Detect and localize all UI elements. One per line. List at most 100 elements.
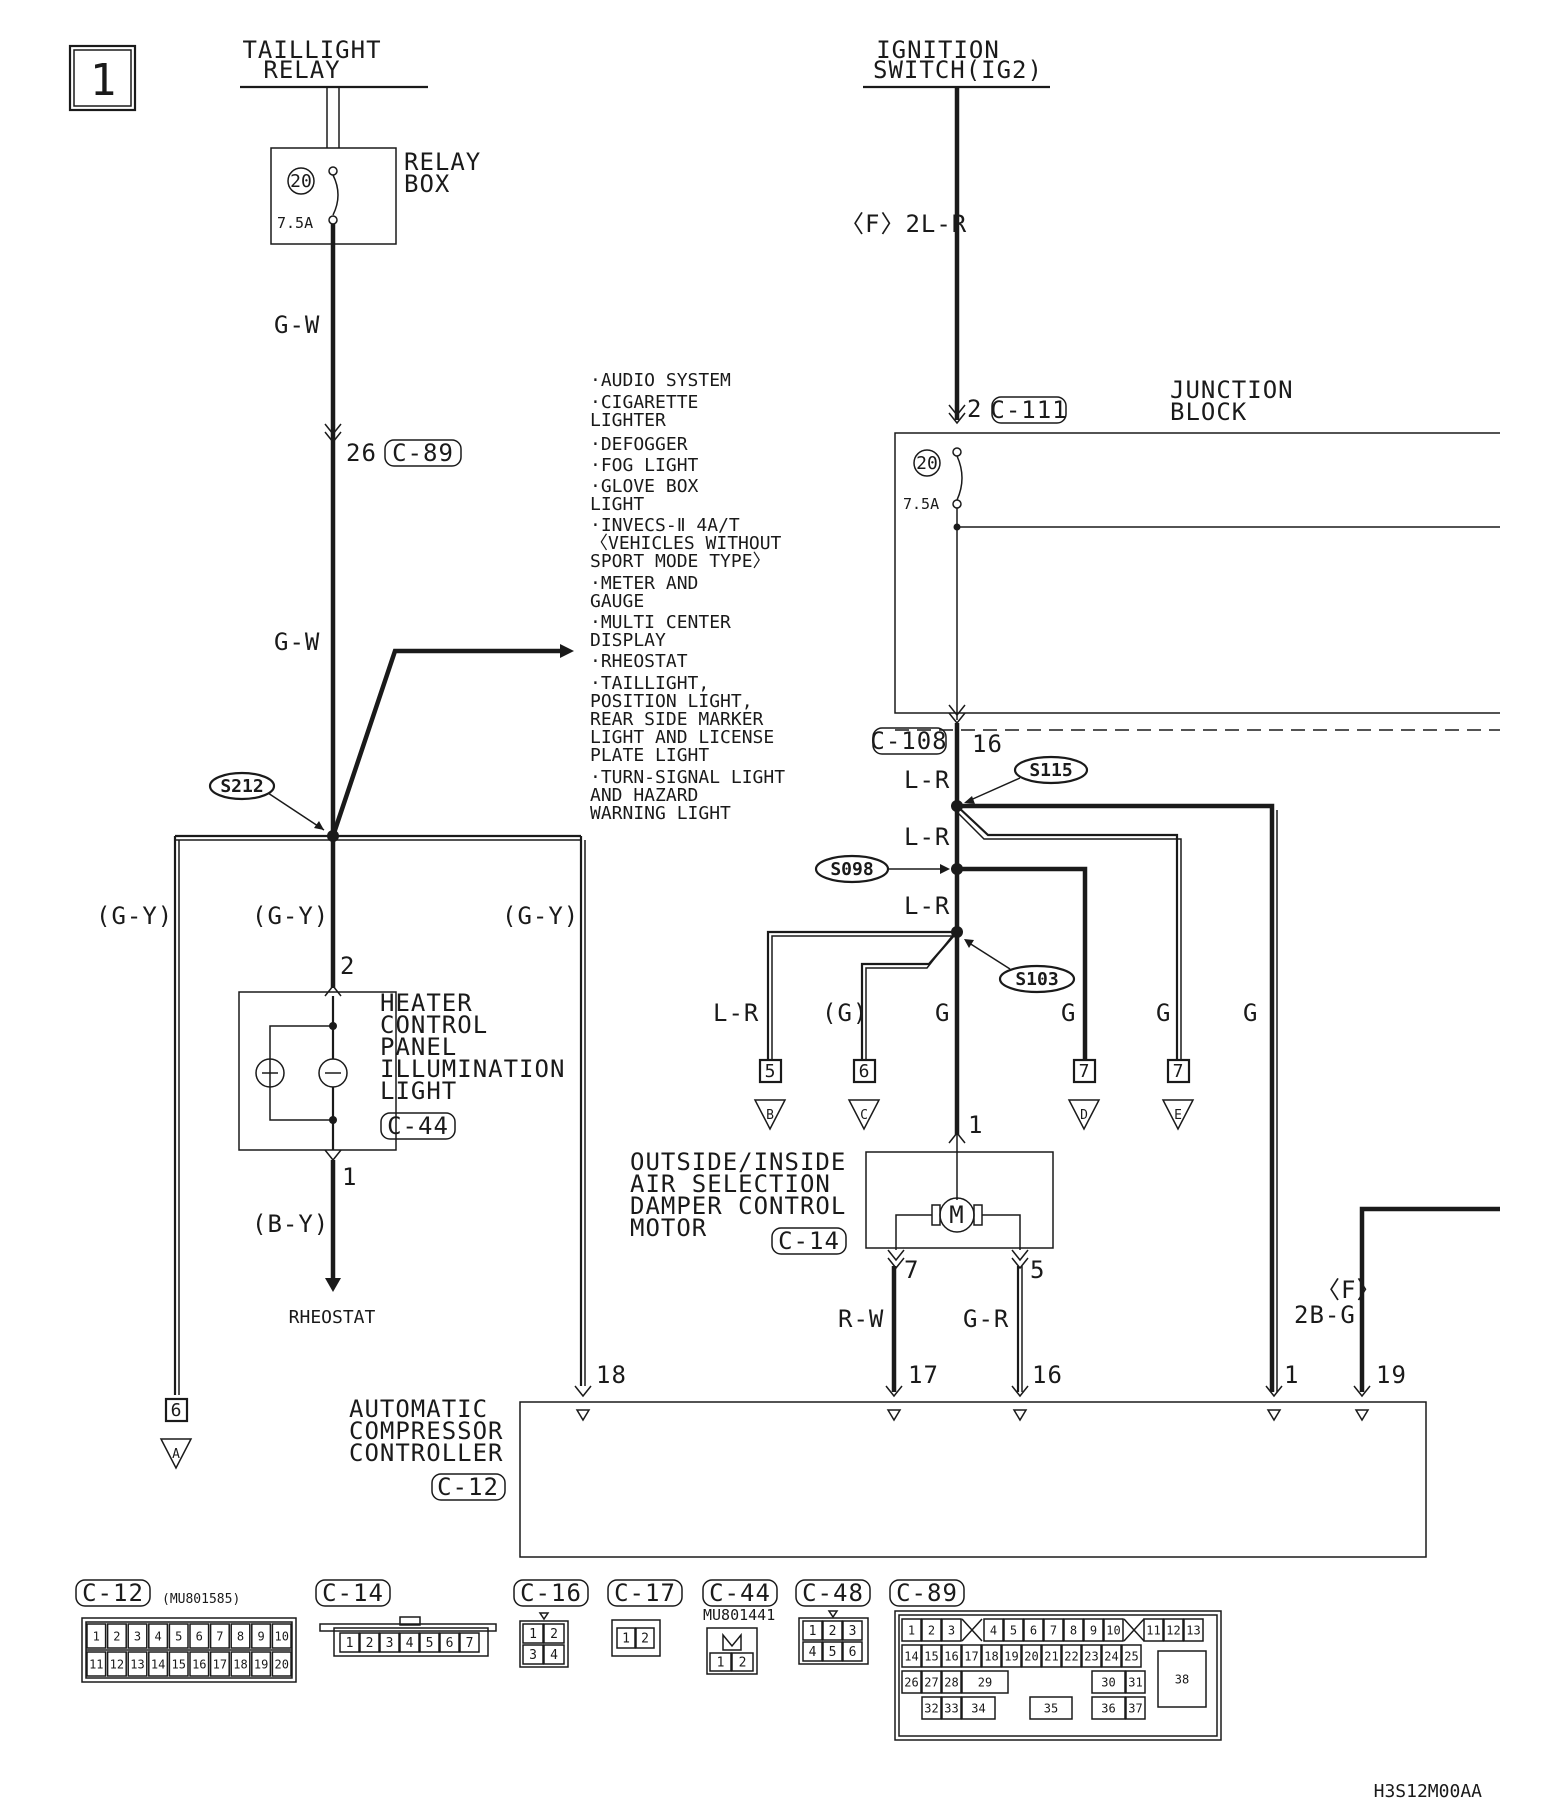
c48-pin-4-cell — [802, 1641, 823, 1662]
c12-pin-18: 18 — [233, 1657, 247, 1671]
junction-title-2: BLOCK — [1170, 398, 1247, 426]
c89-pin-3-cell — [941, 1618, 962, 1642]
c12-pin-11: 11 — [89, 1657, 103, 1671]
wire-label-g-paren: (G) — [822, 999, 868, 1027]
circuit-line-1: ·AUDIO SYSTEM — [590, 370, 731, 391]
wire-label-gy-mid: (G-Y) — [252, 902, 329, 930]
offpage-c: 6 C — [847, 1058, 881, 1131]
c89-pin-15-cell — [921, 1644, 942, 1668]
c48-pin-5: 5 — [829, 1645, 837, 1660]
motor-pin-5: 5 — [1030, 1256, 1045, 1284]
c89-pin-26: 26 — [904, 1675, 918, 1689]
ignition-switch-source: IGNITION SWITCH(IG2) 〈F〉2L-R 2 C-111 — [840, 36, 1067, 425]
circuit-line-8: ·INVECS-Ⅱ 4A/T — [590, 515, 740, 536]
page-label: 1 — [90, 55, 117, 106]
c89-pin-28-cell — [941, 1670, 962, 1694]
wire-label-gy-right: (G-Y) — [502, 902, 579, 930]
c44-pin-1-cell — [709, 1652, 732, 1672]
c89-pin-9: 9 — [1090, 1623, 1097, 1637]
c89-pin-23-cell — [1081, 1644, 1102, 1668]
c89-pin-22: 22 — [1064, 1649, 1078, 1663]
c16-pin-2: 2 — [550, 1627, 558, 1642]
c12-pin-19-cell — [251, 1651, 272, 1677]
circuit-line-10: SPORT MODE TYPE〉 — [590, 551, 771, 572]
c12-pin-9: 9 — [257, 1629, 264, 1643]
ignition-title-2: SWITCH(IG2) — [873, 56, 1043, 84]
c12-pin-4: 4 — [154, 1629, 161, 1643]
relay-fuse-number: 20 — [290, 171, 312, 192]
gy-wires: (G-Y) (G-Y) (G-Y) — [96, 836, 586, 1395]
offpage-a-pin: 6 — [171, 1400, 182, 1421]
c108-pin: 16 — [972, 730, 1003, 758]
c89-ref: C-89 — [392, 439, 454, 467]
circuit-line-23: WARNING LIGHT — [590, 803, 731, 824]
relay-fuse-rating: 7.5A — [277, 214, 313, 232]
c12-pin-15-cell — [168, 1651, 189, 1677]
hc-pin-1: 1 — [342, 1163, 357, 1191]
c89-pin-38: 38 — [1175, 1672, 1189, 1686]
heater-title-1: HEATER — [380, 989, 473, 1017]
c89-pin-11-cell — [1143, 1618, 1164, 1642]
c12-pin-8: 8 — [237, 1629, 244, 1643]
circuit-line-17: POSITION LIGHT, — [590, 691, 753, 712]
wire-label-gw-upper: G-W — [274, 311, 320, 339]
c16-pin-3: 3 — [529, 1648, 537, 1663]
c14-pin-6: 6 — [446, 1636, 454, 1651]
offpage-e-pin: 7 — [1173, 1061, 1184, 1082]
wire-label-by: (B-Y) — [252, 1210, 329, 1238]
c12-pin-8-cell — [230, 1623, 251, 1649]
c48-pin-3-cell — [842, 1620, 863, 1641]
circuit-line-19: LIGHT AND LICENSE — [590, 727, 774, 748]
c89-pin-4: 4 — [990, 1623, 997, 1637]
c12-pin-12-cell — [106, 1651, 127, 1677]
splice-s103: S103 — [766, 926, 1076, 1060]
splice-s098: S098 — [814, 854, 1088, 1060]
c89-pin-16-cell — [941, 1644, 962, 1668]
splice-s098-label: S098 — [830, 859, 873, 880]
c89-pin-32-cell — [921, 1696, 942, 1720]
c89-pin-18: 18 — [984, 1649, 998, 1663]
motor-title-1: OUTSIDE/INSIDE — [630, 1148, 846, 1176]
c89-pin-19-cell — [1001, 1644, 1022, 1668]
c12-pin-18-cell — [230, 1651, 251, 1677]
legend-c17-label: C-17 — [614, 1579, 676, 1607]
c44-pin-2: 2 — [739, 1656, 747, 1671]
c14-pin-2: 2 — [366, 1636, 374, 1651]
c89-pin-26-cell — [901, 1670, 922, 1694]
c89-pin-7-cell — [1043, 1618, 1064, 1642]
offpage-b-pin: 5 — [765, 1061, 776, 1082]
c89-pin-12-cell — [1163, 1618, 1184, 1642]
legend-c44-label: C-44 — [709, 1579, 771, 1607]
c89-pin-36-cell — [1091, 1696, 1126, 1720]
legend-c48-label: C-48 — [802, 1579, 864, 1607]
c48-pin-4: 4 — [809, 1645, 817, 1660]
c89-pin-10: 10 — [1106, 1623, 1120, 1637]
wire-label-g-far: G — [1243, 999, 1258, 1027]
c12-pin-12: 12 — [110, 1657, 124, 1671]
c89-pin-15: 15 — [924, 1649, 938, 1663]
c89-pin-3: 3 — [948, 1623, 955, 1637]
circuit-line-11: ·METER AND — [590, 573, 698, 594]
offpage-c-letter: C — [860, 1108, 868, 1123]
c89-pin-10-cell — [1103, 1618, 1124, 1642]
legend-c14-label: C-14 — [322, 1579, 384, 1607]
c89-pin-2: 2 — [928, 1623, 935, 1637]
c89-pin-1-cell — [901, 1618, 922, 1642]
motor-pin-1: 1 — [968, 1111, 983, 1139]
c89-blank-1 — [961, 1618, 983, 1642]
c12-pin-19: 19 — [254, 1657, 268, 1671]
c12-pin-4-cell — [148, 1623, 169, 1649]
circuit-line-3: LIGHTER — [590, 410, 666, 431]
motor-symbol: M — [949, 1201, 964, 1229]
c12-pin-10: 10 — [274, 1629, 288, 1643]
acc-pin-17: 17 — [908, 1361, 939, 1389]
c111-pin: 2 — [967, 395, 982, 423]
wire-label-f-tag: 〈F〉 — [1316, 1276, 1381, 1304]
motor-title-3: DAMPER CONTROL — [630, 1192, 846, 1220]
splice-s115-label: S115 — [1029, 760, 1072, 781]
